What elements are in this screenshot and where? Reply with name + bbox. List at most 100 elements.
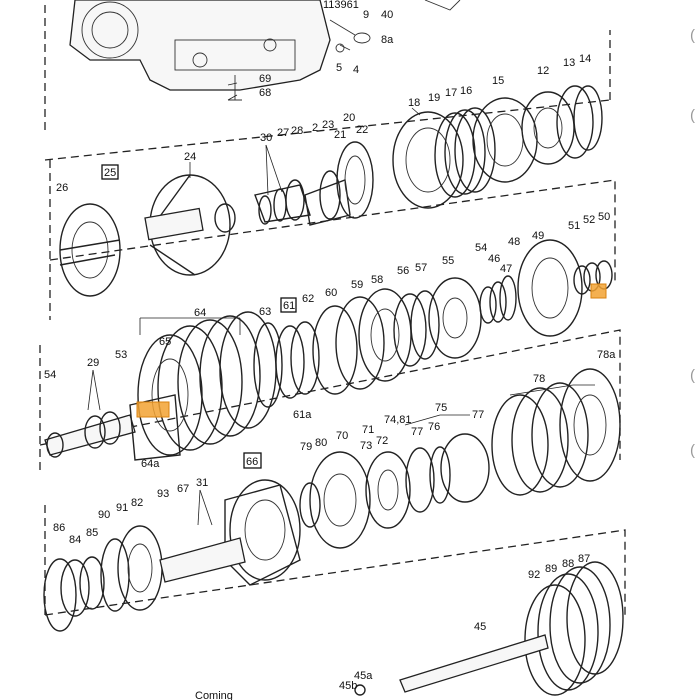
label-72: 72 (376, 435, 388, 447)
row4-parts (43, 525, 624, 696)
label-66-box (243, 452, 262, 469)
label-50: 50 (598, 211, 610, 223)
label-74-81: 74,81 (384, 414, 412, 426)
label-79: 79 (300, 441, 312, 453)
label-40: 40 (381, 9, 393, 21)
transmission-housing (69, 0, 461, 101)
label-52: 52 (583, 214, 595, 226)
label-54-left: 54 (44, 369, 56, 381)
label-25: 25 (104, 167, 116, 179)
label-23: 23 (322, 119, 334, 131)
label-24: 24 (184, 151, 196, 163)
leader-lines (87, 82, 595, 526)
label-54-top: 54 (475, 242, 487, 254)
label-4: 4 (353, 64, 359, 76)
label-63: 63 (259, 306, 271, 318)
label-90: 90 (98, 509, 110, 521)
label-51: 51 (568, 220, 580, 232)
label-77-a: 77 (411, 426, 423, 438)
label-73: 73 (360, 440, 372, 452)
row1-parts (59, 85, 603, 297)
label-87: 87 (578, 553, 590, 565)
label-91: 91 (116, 502, 128, 514)
label-56: 56 (397, 265, 409, 277)
svg-text:(: ( (690, 27, 695, 44)
label-26: 26 (56, 182, 68, 194)
label-71: 71 (362, 424, 374, 436)
label-18: 18 (408, 97, 420, 109)
label-61-box (280, 297, 297, 313)
label-61: 61 (283, 300, 295, 312)
label-49: 49 (532, 230, 544, 242)
highlight-shaft-53 (136, 401, 170, 418)
label-9: 9 (363, 9, 369, 21)
svg-text:(: ( (690, 107, 695, 124)
label-22: 22 (356, 124, 368, 136)
label-69: 69 (259, 73, 271, 85)
label-28: 28 (291, 125, 303, 137)
label-13: 13 (563, 57, 575, 69)
label-29: 29 (87, 357, 99, 369)
label-2: 2 (312, 122, 318, 134)
label-85: 85 (86, 527, 98, 539)
svg-text:(: ( (690, 442, 695, 459)
label-67: 67 (177, 483, 189, 495)
row2-parts (44, 239, 613, 461)
label-80: 80 (315, 437, 327, 449)
label-61a: 61a (293, 409, 312, 421)
label-78a: 78a (597, 349, 616, 361)
label-47: 47 (500, 263, 512, 275)
label-12: 12 (537, 65, 549, 77)
label-31: 31 (196, 477, 208, 489)
label-64a: 64a (141, 458, 160, 470)
label-68: 68 (259, 87, 271, 99)
label-58: 58 (371, 274, 383, 286)
label-15: 15 (492, 75, 504, 87)
label-76: 76 (428, 421, 440, 433)
label-66: 66 (246, 456, 258, 468)
label-84: 84 (69, 534, 81, 546)
callout-labels: 113961 9 40 8a 5 4 69 68 18 19 17 16 15 … (44, 0, 616, 700)
label-5: 5 (336, 62, 342, 74)
side-marks: ( ( ( ( (690, 27, 695, 459)
label-46: 46 (488, 253, 500, 265)
footer-text: Coming (195, 690, 233, 700)
label-30: 30 (260, 132, 272, 144)
label-55: 55 (442, 255, 454, 267)
label-25-box (101, 164, 119, 180)
label-8a: 8a (381, 34, 394, 46)
label-27: 27 (277, 127, 289, 139)
label-70: 70 (336, 430, 348, 442)
label-77-b: 77 (472, 409, 484, 421)
label-60: 60 (325, 287, 337, 299)
label-45a: 45a (354, 670, 373, 682)
label-65: 65 (159, 336, 171, 348)
label-45b: 45b (339, 680, 357, 692)
label-62: 62 (302, 293, 314, 305)
label-19: 19 (428, 92, 440, 104)
label-20: 20 (343, 112, 355, 124)
label-86: 86 (53, 522, 65, 534)
label-78: 78 (533, 373, 545, 385)
label-92: 92 (528, 569, 540, 581)
label-14: 14 (579, 53, 591, 65)
label-89: 89 (545, 563, 557, 575)
label-113961: 113961 (323, 0, 359, 11)
label-16: 16 (460, 85, 472, 97)
label-75: 75 (435, 402, 447, 414)
label-48: 48 (508, 236, 520, 248)
row3-parts (224, 368, 621, 586)
label-64: 64 (194, 307, 206, 319)
label-88: 88 (562, 558, 574, 570)
label-17: 17 (445, 87, 457, 99)
label-45: 45 (474, 621, 486, 633)
highlight-part-50 (590, 283, 607, 299)
label-53: 53 (115, 349, 127, 361)
label-93: 93 (157, 488, 169, 500)
label-82: 82 (131, 497, 143, 509)
label-59: 59 (351, 279, 363, 291)
svg-text:(: ( (690, 367, 695, 384)
label-21: 21 (334, 129, 346, 141)
label-57: 57 (415, 262, 427, 274)
